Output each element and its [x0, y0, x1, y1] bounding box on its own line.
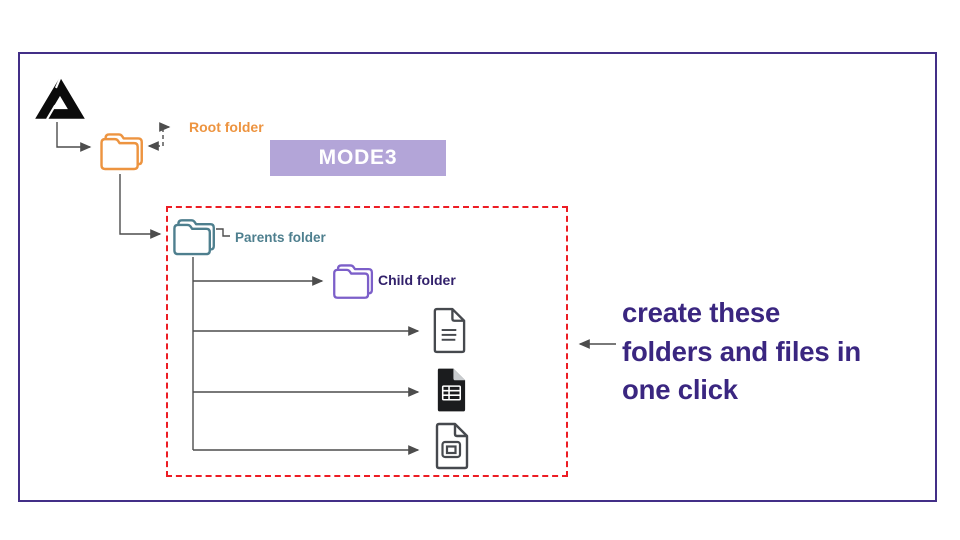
google-drive-icon — [35, 76, 85, 120]
caption-text: create these folders and files in one cl… — [622, 294, 922, 410]
presentation-icon — [435, 422, 469, 470]
caption-line: one click — [622, 374, 738, 405]
parents-folder-icon — [170, 213, 216, 258]
caption-line: folders and files in — [622, 335, 861, 367]
document-icon — [433, 307, 466, 354]
selection-dashed-box — [166, 206, 568, 477]
root-folder-label: Root folder — [189, 119, 264, 135]
parents-folder-label: Parents folder — [235, 230, 326, 245]
root-folder-icon — [97, 127, 144, 173]
mode-badge: MODE3 — [270, 140, 446, 176]
caption-line: create these — [622, 297, 781, 328]
child-folder-label: Child folder — [378, 272, 456, 288]
child-folder-icon — [330, 259, 374, 301]
slide-border — [18, 52, 937, 502]
spreadsheet-icon — [437, 368, 466, 412]
